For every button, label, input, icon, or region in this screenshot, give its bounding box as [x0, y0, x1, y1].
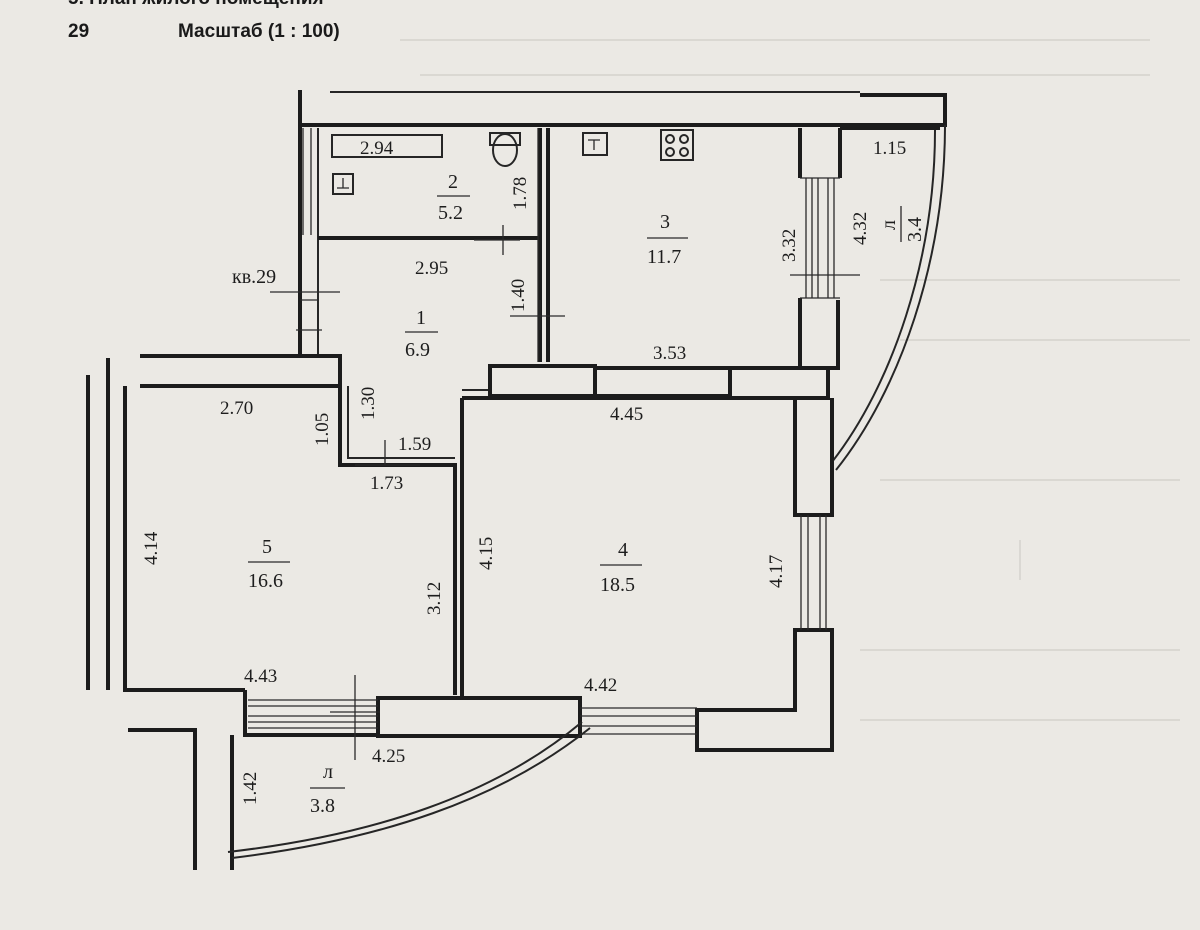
balcony-top-label: л 3.4	[878, 206, 926, 242]
dim-room4-depth-left: 4.15	[476, 537, 497, 570]
dim-room5-inner: 3.12	[424, 582, 445, 615]
walls	[86, 90, 947, 870]
svg-text:л: л	[878, 220, 900, 230]
fixtures	[331, 129, 694, 195]
dim-balcony-bottom-depth: 1.42	[240, 772, 261, 805]
background-bleed	[400, 39, 1190, 721]
dim-corridor-inner: 1.59	[398, 434, 431, 455]
svg-text:4: 4	[618, 539, 628, 561]
svg-text:5: 5	[262, 536, 272, 558]
scale-label: Масштаб (1 : 100)	[178, 21, 340, 42]
dim-hall-width: 2.95	[415, 258, 448, 279]
dim-room5-width: 2.70	[220, 398, 253, 419]
window-openings	[248, 128, 840, 735]
section-title: 5. План жилого помещения	[68, 0, 324, 9]
room-1-label: 1 6.9	[405, 307, 438, 361]
dim-kitchen-depth: 3.32	[779, 229, 800, 262]
dimension-lines	[270, 128, 860, 760]
dim-corridor-depth: 1.30	[358, 387, 379, 420]
room-5-label: 5 16.6	[248, 536, 290, 592]
svg-text:2: 2	[448, 171, 458, 193]
apartment-label: кв.29	[232, 266, 276, 288]
plan-number: 29	[68, 21, 89, 42]
svg-text:1: 1	[416, 307, 426, 329]
room-labels: кв.29 2 5.2 3 11.7 1 6.9 4 18.5 5 16.6 л	[232, 171, 926, 817]
svg-text:3: 3	[660, 211, 670, 233]
toilet-icon	[492, 133, 518, 167]
dim-bath-depth: 1.78	[510, 177, 531, 210]
dim-kitchen-width: 3.53	[653, 343, 686, 364]
dim-room4-bottom: 4.42	[584, 675, 617, 696]
dim-corridor-step: 1.05	[312, 413, 333, 446]
dimension-labels: 2.94 1.78 2.95 1.40 3.32 3.53 1.15 4.32 …	[141, 138, 906, 805]
room-4-label: 4 18.5	[600, 539, 642, 596]
bathtub-icon	[331, 134, 443, 158]
dim-balcony-bottom-width: 4.25	[372, 746, 405, 767]
svg-text:18.5: 18.5	[600, 574, 635, 596]
svg-text:6.9: 6.9	[405, 339, 430, 361]
dim-bath-width: 2.94	[360, 138, 394, 159]
dim-room5-bottom: 4.43	[244, 666, 277, 687]
stove-icon	[660, 129, 694, 161]
svg-text:л: л	[323, 761, 333, 783]
svg-text:16.6: 16.6	[248, 570, 283, 592]
kitchen-sink-icon	[582, 132, 608, 156]
room-3-label: 3 11.7	[647, 211, 688, 268]
svg-text:3.4: 3.4	[904, 217, 926, 242]
svg-text:5.2: 5.2	[438, 202, 463, 224]
dim-hall-depth: 1.40	[508, 279, 529, 312]
dim-room4-depth-right: 4.17	[766, 555, 787, 588]
svg-text:3.8: 3.8	[310, 795, 335, 817]
balcony-bottom-label: л 3.8	[310, 761, 345, 817]
svg-text:11.7: 11.7	[647, 246, 681, 268]
dim-corridor-outer: 1.73	[370, 473, 403, 494]
dim-balcony-top-width: 1.15	[873, 138, 906, 159]
room-2-label: 2 5.2	[437, 171, 470, 224]
dim-balcony-top-length: 4.32	[850, 212, 871, 245]
dim-room5-depth: 4.14	[141, 531, 162, 565]
dim-room4-width: 4.45	[610, 404, 643, 425]
sink-icon	[332, 173, 354, 195]
